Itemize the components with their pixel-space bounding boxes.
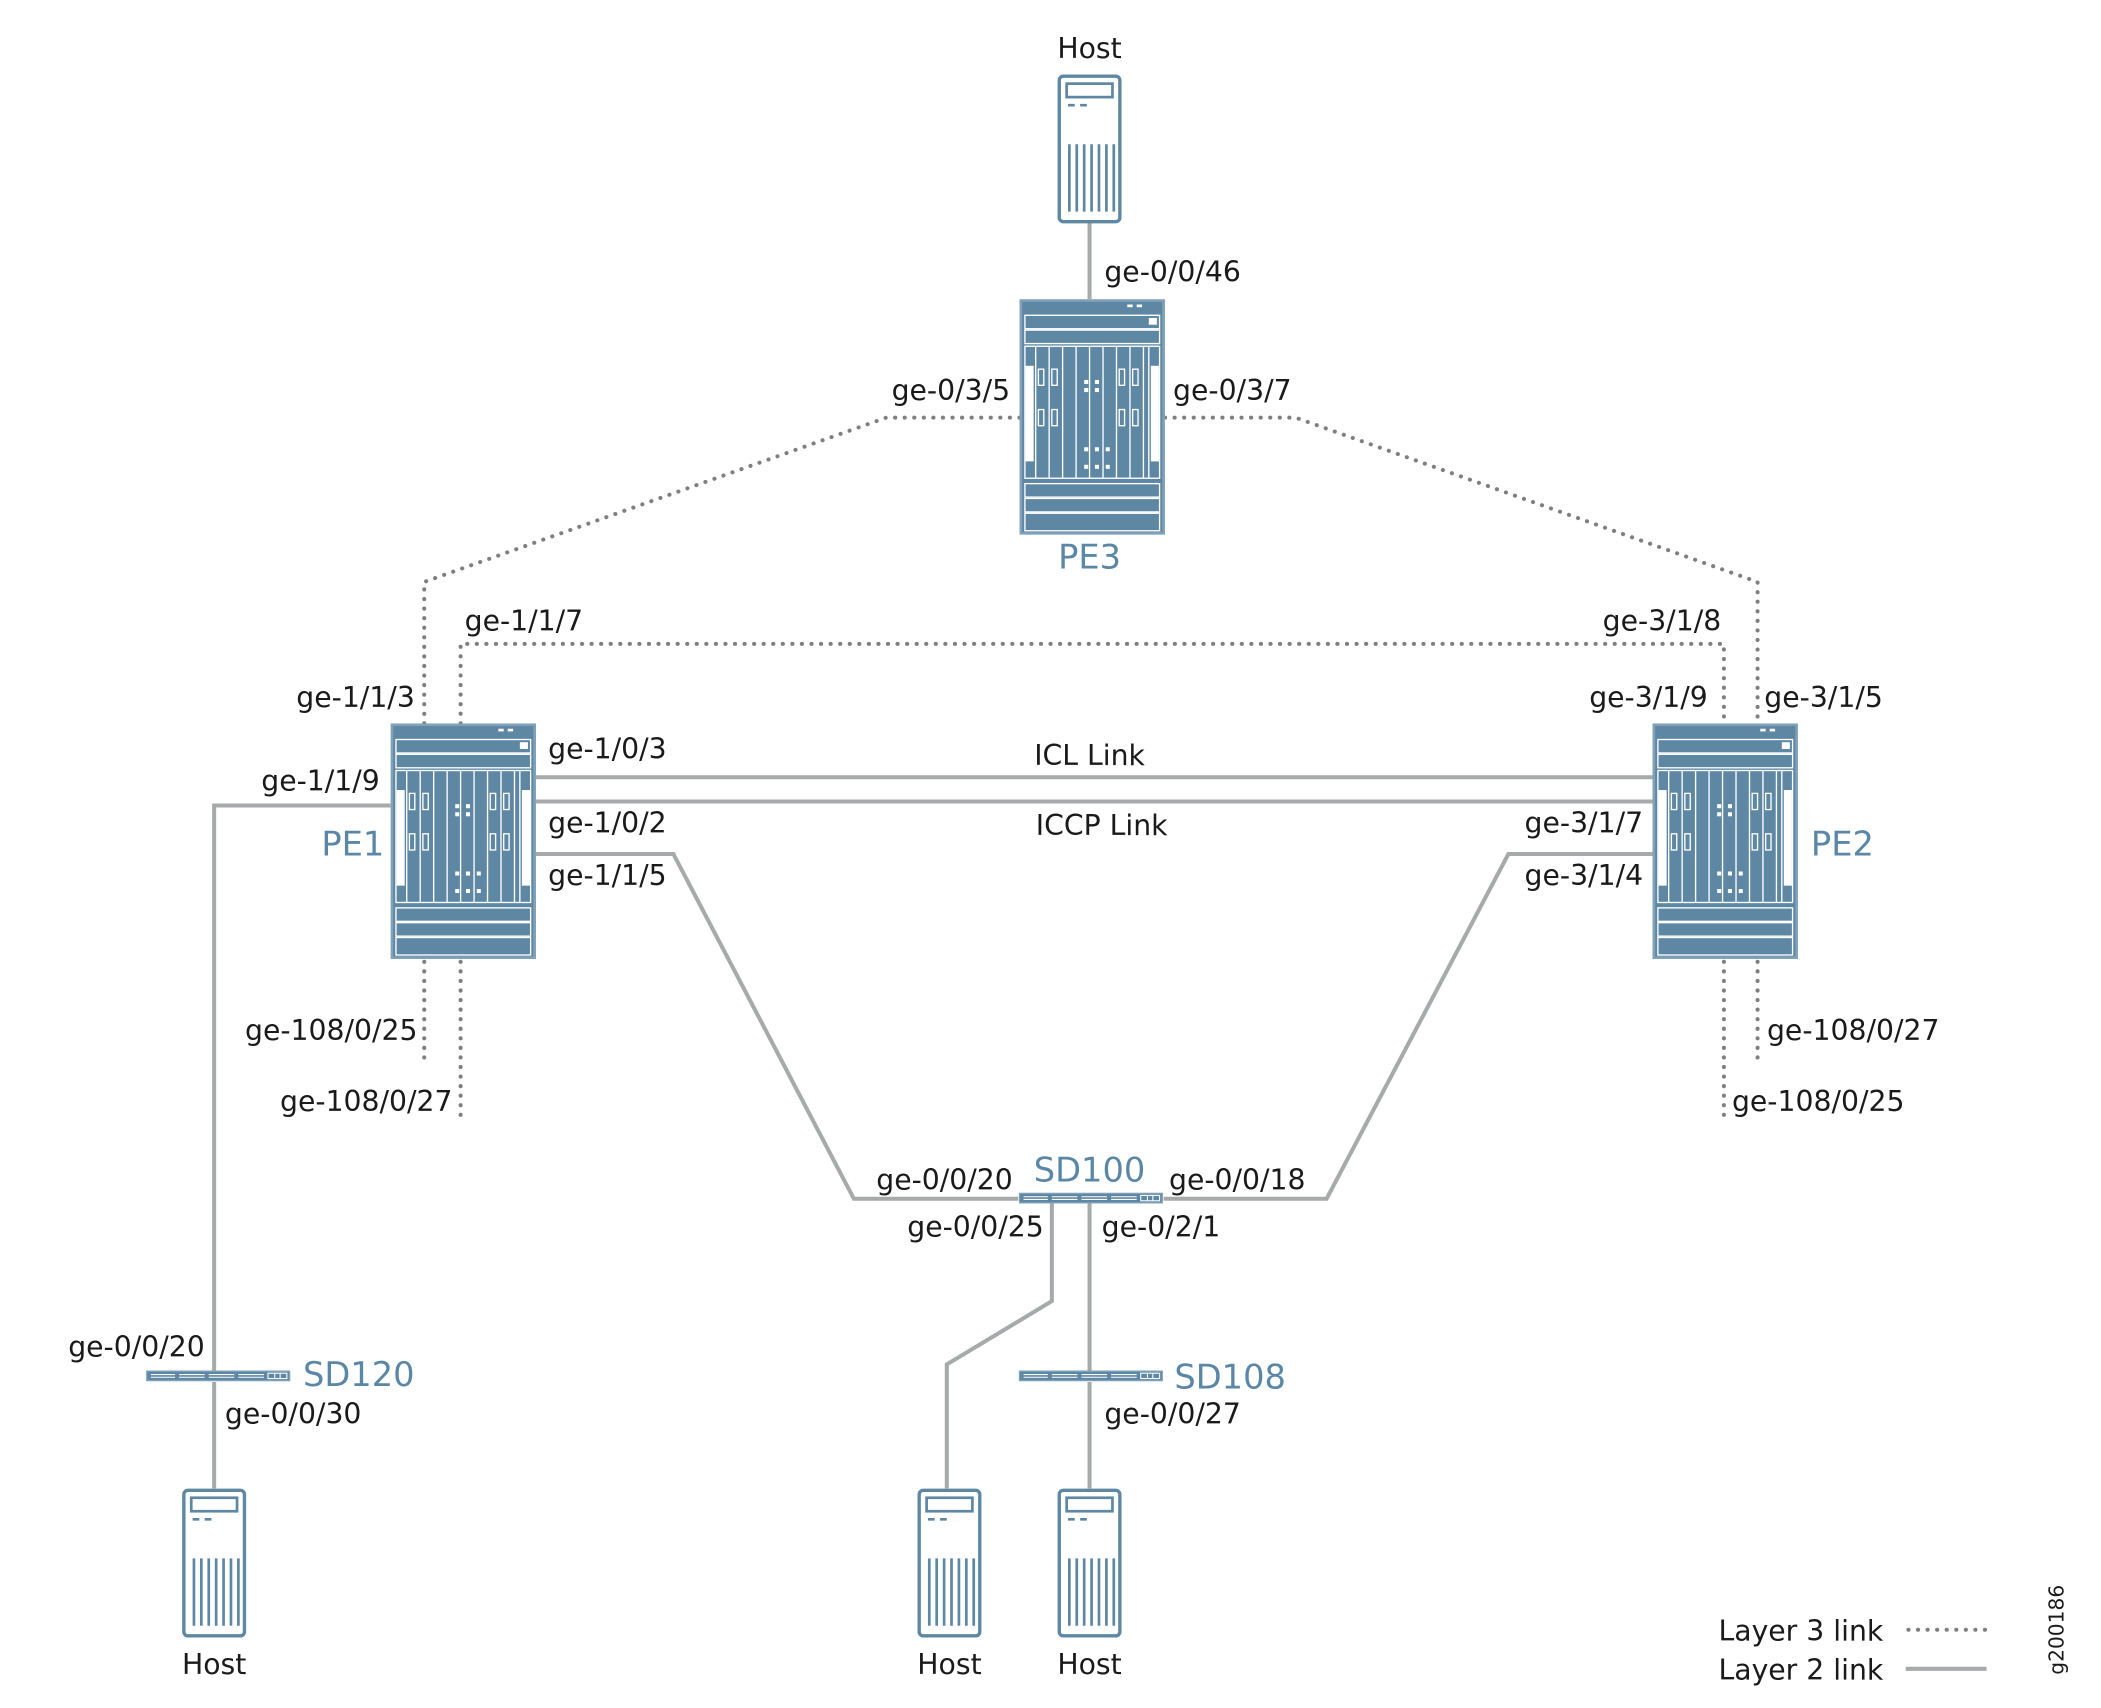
port-label: ge-0/0/18 (1169, 1163, 1306, 1196)
port-label: ge-0/0/20 (876, 1163, 1013, 1196)
pe2-label: PE2 (1811, 824, 1874, 863)
sd100-label: SD100 (1034, 1150, 1146, 1189)
link-pe3-pe1 (422, 415, 1022, 726)
switch-sd100-icon[interactable] (1018, 1192, 1163, 1204)
router-pe1-icon[interactable] (390, 723, 537, 960)
port-label: ge-0/3/5 (892, 374, 1011, 407)
host-sd108-label: Host (1057, 1648, 1121, 1681)
port-label: ge-1/0/3 (548, 732, 667, 765)
port-label: ge-0/3/7 (1173, 374, 1292, 407)
legend: Layer 3 link Layer 2 link (1719, 1615, 1989, 1687)
sd108-label: SD108 (1174, 1358, 1286, 1397)
port-labels: ge-0/0/46 ge-0/3/5 ge-0/3/7 ge-1/1/3 ge-… (68, 256, 1939, 1431)
pe3-label: PE3 (1058, 537, 1121, 576)
port-label: ge-3/1/5 (1764, 681, 1883, 714)
port-label: ge-1/1/5 (548, 859, 667, 892)
host-top-label: Host (1057, 32, 1121, 65)
switch-sd108-icon[interactable] (1018, 1370, 1163, 1382)
host-sd100-label: Host (917, 1648, 981, 1681)
port-label: ge-1/1/9 (261, 765, 380, 798)
port-label: ge-108/0/25 (1732, 1085, 1904, 1118)
port-label: ge-0/0/20 (68, 1330, 205, 1363)
host-sd120-label: Host (182, 1648, 246, 1681)
link-sd100-host (944, 1202, 1054, 1489)
port-label: ge-1/1/7 (465, 604, 584, 637)
legend-layer2-label: Layer 2 link (1719, 1654, 1884, 1687)
port-label: ge-3/1/8 (1603, 604, 1722, 637)
link-pe1-sd100 (536, 851, 1019, 1201)
icl-link-label: ICL Link (1034, 739, 1145, 772)
link-pe1-pe2-l3 (458, 641, 1726, 726)
router-pe2-icon[interactable] (1652, 723, 1798, 960)
port-label: ge-3/1/4 (1525, 859, 1644, 892)
figure-id: g200186 (2044, 1585, 2068, 1675)
link-pe2-sd100 (1163, 851, 1653, 1201)
port-label: ge-0/0/27 (1104, 1398, 1241, 1431)
router-pe3-icon[interactable] (1019, 299, 1165, 535)
port-label: ge-0/0/25 (907, 1210, 1044, 1243)
host-sd120-icon[interactable] (182, 1488, 247, 1638)
port-label: ge-0/2/1 (1102, 1210, 1221, 1243)
host-sd100-icon[interactable] (917, 1488, 982, 1638)
port-label: ge-3/1/9 (1589, 681, 1708, 714)
legend-layer3-label: Layer 3 link (1719, 1615, 1884, 1648)
sd120-label: SD120 (303, 1355, 415, 1394)
port-label: ge-108/0/27 (1767, 1014, 1939, 1047)
iccp-link-label: ICCP Link (1036, 809, 1168, 842)
link-pe3-pe2 (1162, 415, 1760, 726)
port-label: ge-1/0/2 (548, 806, 667, 839)
port-label: ge-0/0/46 (1104, 256, 1241, 289)
port-label: ge-108/0/25 (245, 1014, 417, 1047)
port-label: ge-1/1/3 (296, 681, 415, 714)
port-label: ge-108/0/27 (280, 1085, 452, 1118)
switch-sd120-icon[interactable] (146, 1370, 291, 1382)
pe1-label: PE1 (321, 824, 384, 863)
host-sd108-icon[interactable] (1057, 1488, 1122, 1638)
host-top-icon[interactable] (1057, 74, 1122, 224)
link-pe1-sd120 (212, 803, 391, 1372)
port-label: ge-3/1/7 (1525, 806, 1644, 839)
links (212, 222, 1760, 1489)
port-label: ge-0/0/30 (225, 1398, 362, 1431)
